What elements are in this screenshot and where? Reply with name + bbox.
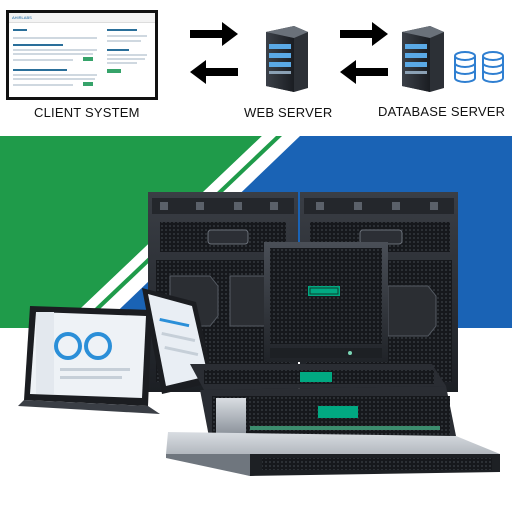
green-band [0, 136, 262, 328]
server-hardware-photo [0, 136, 512, 512]
micro-server-cube [264, 242, 388, 362]
rack-server-1u-bottom [166, 432, 500, 476]
rack-server-1u-top [190, 364, 446, 390]
database-server-label: DATABASE SERVER [378, 104, 506, 119]
client-screen-brand: AHIRLABS [9, 13, 155, 23]
web-server-tower-icon [266, 26, 308, 92]
web-server-label: WEB SERVER [244, 105, 333, 120]
database-stack-icon [454, 51, 504, 83]
arrow-right-icon [190, 22, 238, 46]
client-system-label: CLIENT SYSTEM [34, 105, 140, 120]
rack-server-2u-middle [200, 386, 456, 442]
client-web-arrows [190, 22, 238, 84]
client-system-monitor-icon: AHIRLABS [6, 10, 158, 100]
laptop-device [18, 306, 160, 414]
web-db-arrows [340, 22, 388, 84]
arrow-left-icon [190, 60, 238, 84]
arrow-right-icon [340, 22, 388, 46]
database-server-tower-icon [402, 26, 444, 92]
arrow-left-icon [340, 60, 388, 84]
